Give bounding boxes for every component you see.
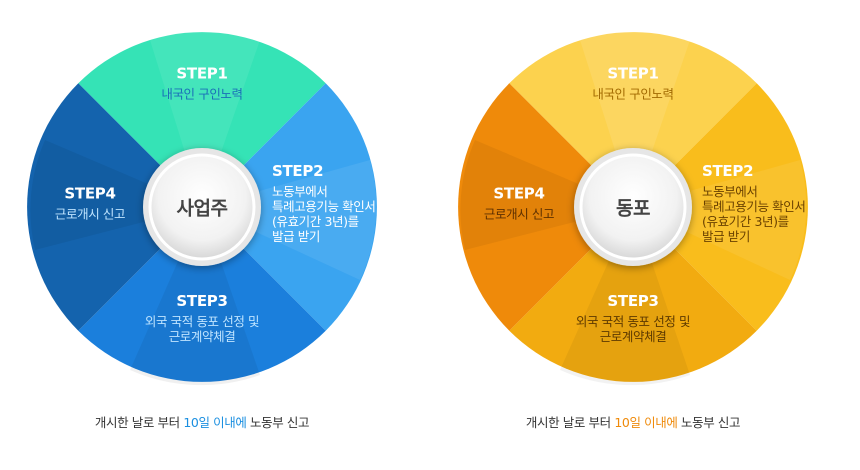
blue-quadrant-right xyxy=(202,83,377,331)
yellow-step2-line: 발급 받기 xyxy=(702,229,750,244)
yellow-hub xyxy=(579,153,687,261)
blue-step2-line: (유효기간 3년)를 xyxy=(272,214,359,229)
yellow-step1: STEP1 내국인 구인노력 xyxy=(592,64,674,102)
blue-center-label: 사업주 xyxy=(176,197,228,220)
yellow-step2-line: (유효기간 3년)를 xyxy=(702,214,789,229)
blue-step2-line: 노동부에서 xyxy=(272,184,328,199)
blue-quadrant-left xyxy=(27,83,202,331)
blue-step4-title: STEP4 xyxy=(64,184,116,203)
blue-quadrant-top xyxy=(78,32,326,207)
blue-step2-title: STEP2 xyxy=(272,162,324,180)
yellow-quadrant-left xyxy=(458,83,633,331)
yellow-step4: STEP4 근로개시 신고 xyxy=(483,184,555,222)
blue-step1-title: STEP1 xyxy=(176,64,228,83)
blue-hub xyxy=(148,153,256,261)
yellow-step4-line: 근로개시 신고 xyxy=(483,206,555,222)
blue-step4: STEP4 근로개시 신고 xyxy=(54,184,126,222)
blue-step1-line: 내국인 구인노력 xyxy=(161,86,243,102)
blue-step3-title: STEP3 xyxy=(176,292,228,310)
yellow-step1-title: STEP1 xyxy=(607,64,659,83)
yellow-step3-line: 외국 국적 동포 선정 및 xyxy=(575,314,691,329)
blue-step2-line: 특례고용기능 확인서 xyxy=(272,199,376,214)
yellow-step2-title: STEP2 xyxy=(702,162,754,180)
blue-caption: 개시한 날로 부터 10일 이내에 노동부 신고 xyxy=(94,415,310,430)
yellow-center-label: 동포 xyxy=(616,197,650,220)
blue-quadrant-bottom xyxy=(78,207,326,382)
yellow-step1-line: 내국인 구인노력 xyxy=(592,86,674,102)
blue-step2-line: 발급 받기 xyxy=(272,229,320,244)
blue-step4-line: 근로개시 신고 xyxy=(54,206,126,222)
yellow-quadrant-right xyxy=(633,83,808,331)
blue-step3-line: 근로계약체결 xyxy=(168,329,236,344)
yellow-step2-line: 특례고용기능 확인서 xyxy=(702,199,806,214)
blue-caption-highlight: 10일 이내에 xyxy=(183,415,247,430)
yellow-step3: STEP3 외국 국적 동포 선정 및 근로계약체결 xyxy=(575,292,691,344)
yellow-quadrant-top xyxy=(509,32,757,207)
yellow-step3-title: STEP3 xyxy=(607,292,659,310)
blue-step3-line: 외국 국적 동포 선정 및 xyxy=(144,314,260,329)
yellow-step2-line: 노동부에서 xyxy=(702,184,758,199)
yellow-step3-line: 근로계약체결 xyxy=(599,329,667,344)
yellow-step2: STEP2 노동부에서 특례고용기능 확인서 (유효기간 3년)를 발급 받기 xyxy=(702,162,806,244)
blue-step1: STEP1 내국인 구인노력 xyxy=(161,64,243,102)
yellow-caption-highlight: 10일 이내에 xyxy=(614,415,678,430)
yellow-step4-title: STEP4 xyxy=(493,184,545,203)
blue-step2: STEP2 노동부에서 특례고용기능 확인서 (유효기간 3년)를 발급 받기 xyxy=(272,162,376,244)
yellow-caption: 개시한 날로 부터 10일 이내에 노동부 신고 xyxy=(525,415,741,430)
yellow-quadrant-bottom xyxy=(509,207,757,382)
blue-step3: STEP3 외국 국적 동포 선정 및 근로계약체결 xyxy=(144,292,260,344)
